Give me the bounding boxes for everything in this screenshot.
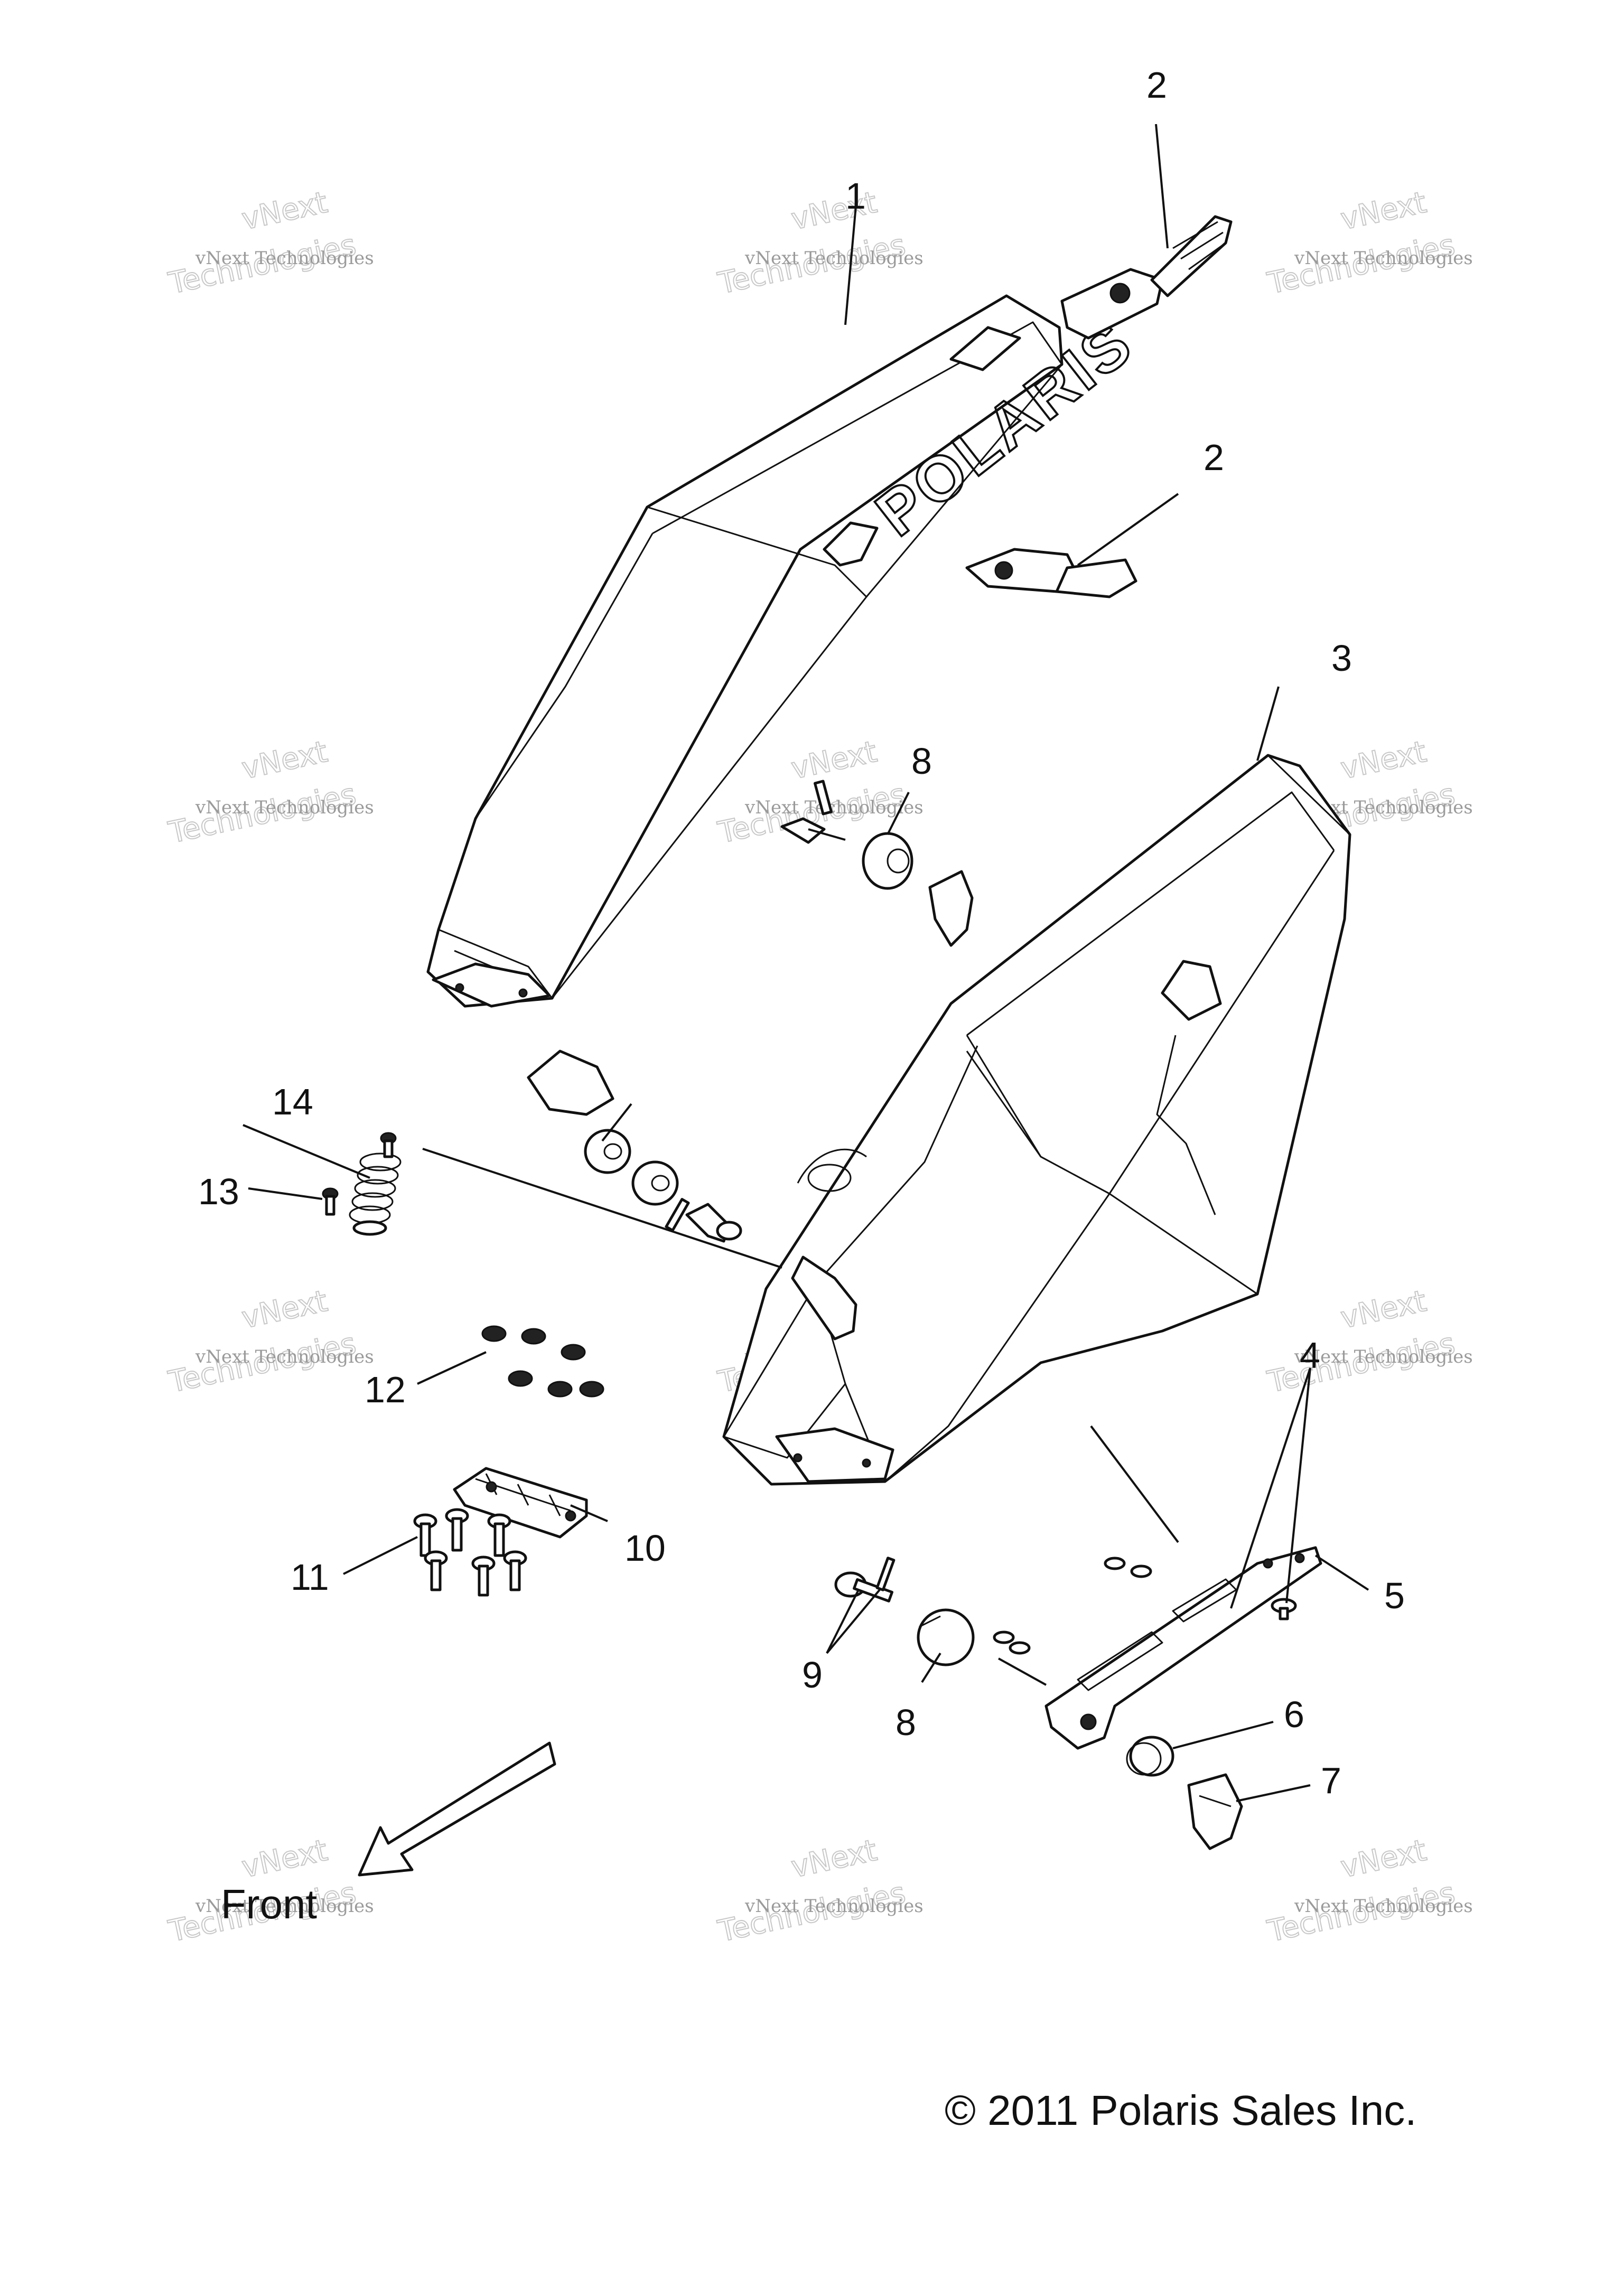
hinge-hardware-middle: [527, 1049, 742, 1243]
callout-12: 12: [365, 1369, 406, 1410]
watermark-brand: vNext: [788, 185, 880, 237]
watermark-text: vNext Technologies: [1294, 1896, 1473, 1917]
latch-part-2-upper: [1060, 215, 1233, 340]
lid-part-1: POLARIS: [426, 294, 1147, 1008]
hinge-hardware-upper: [780, 780, 974, 947]
spacer-part-6: [1126, 1736, 1174, 1777]
watermark-brand: vNext: [239, 1284, 331, 1336]
watermark-brand: vNext: [788, 1833, 880, 1885]
watermark-brand: vNext: [788, 735, 880, 786]
hinge-part-10: [453, 1467, 588, 1539]
front-arrow: [358, 1741, 556, 1877]
leader-lines: [242, 124, 1369, 1802]
callout-11: 11: [291, 1557, 329, 1598]
callout-2-lower: 2: [1204, 437, 1224, 478]
callout-8-lower: 8: [896, 1702, 916, 1743]
bolt-part-13: [322, 1187, 339, 1216]
callout-4: 4: [1300, 1335, 1320, 1376]
callout-2-upper: 2: [1146, 64, 1167, 106]
watermark-brand: vNext: [1338, 1833, 1430, 1885]
latch-part-2-lower: [965, 548, 1137, 598]
callout-1: 1: [845, 175, 866, 217]
callout-13: 13: [198, 1171, 239, 1212]
watermark-text: vNext Technologies: [1294, 1346, 1473, 1367]
callout-7: 7: [1321, 1760, 1341, 1801]
watermark-brand: vNext: [239, 1833, 331, 1885]
pin-part-9: [834, 1557, 896, 1602]
watermark-text: vNext Technologies: [1294, 248, 1473, 269]
callout-8-upper: 8: [911, 741, 932, 782]
spacer-part-8-lower: [917, 1608, 975, 1666]
screws-part-11: [413, 1508, 527, 1597]
copyright-notice: © 2011 Polaris Sales Inc.: [945, 2087, 1417, 2134]
watermark-text: vNext Technologies: [744, 797, 924, 818]
bracket-part-5: [1044, 1546, 1322, 1750]
callout-10: 10: [624, 1527, 666, 1569]
watermark-brand: vNext: [239, 735, 331, 786]
box-part-3: [722, 754, 1351, 1486]
watermark-text: vNext Technologies: [195, 797, 374, 818]
nuts-part-12: [481, 1325, 604, 1398]
spring-part-14: [349, 1132, 402, 1236]
watermark-text: vNext Technologies: [744, 1896, 924, 1917]
callout-6: 6: [1284, 1694, 1304, 1735]
callout-numbers: 1 2 2 3 4 5 6 7 8 8 9 10 11 12 13 14: [198, 64, 1405, 1801]
front-label: Front: [221, 1881, 318, 1927]
watermark-text: vNext Technologies: [195, 248, 374, 269]
callout-9: 9: [802, 1654, 823, 1695]
callout-5: 5: [1384, 1575, 1405, 1616]
catch-part-7: [1187, 1773, 1243, 1850]
watermark-brand: vNext: [1338, 1284, 1430, 1336]
watermark-brand: vNext: [239, 185, 331, 237]
watermark-brand: vNext: [1338, 735, 1430, 786]
watermark-text: vNext Technologies: [195, 1346, 374, 1367]
watermark-text: vNext Technologies: [195, 1896, 374, 1917]
watermark-text: vNext Technologies: [744, 248, 924, 269]
callout-3: 3: [1331, 638, 1352, 679]
watermark-brand: vNext: [1338, 185, 1430, 237]
callout-14: 14: [272, 1081, 313, 1122]
